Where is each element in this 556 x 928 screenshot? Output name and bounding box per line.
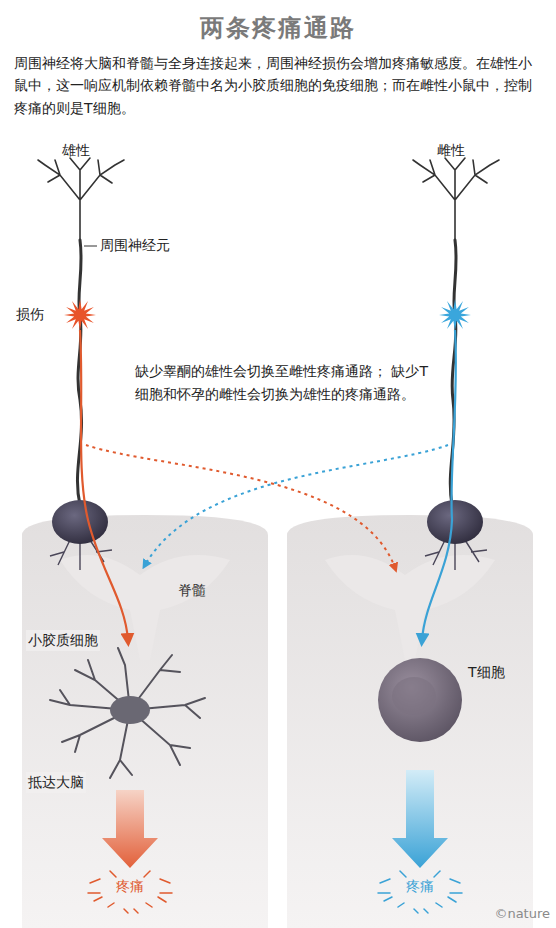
microglia-label: 小胶质细胞 — [26, 630, 100, 651]
switch-note: 缺少睾酮的雄性会切换至雌性疼痛通路； 缺少T细胞和怀孕的雌性会切换为雄性的疼痛通… — [135, 360, 430, 406]
t-cell-label: T细胞 — [468, 662, 505, 683]
title: 两条疼痛通路 — [0, 10, 556, 46]
injury-star — [64, 299, 96, 331]
microglia — [50, 648, 205, 778]
male-signal — [80, 330, 128, 640]
output-arrow — [102, 790, 158, 868]
injury-star — [439, 299, 471, 331]
neuron-label: 周围神经元 — [100, 235, 170, 256]
intro-text: 周围神经将大脑和脊髓与全身连接起来，周围神经损伤会增加疼痛敏感度。在雄性小鼠中，… — [14, 52, 542, 119]
pain-burst — [378, 871, 462, 913]
sex-label: 雄性 — [62, 140, 90, 161]
pain-burst — [88, 871, 172, 913]
switch-curve — [86, 445, 395, 568]
watermark: ©nature — [494, 904, 550, 924]
sex-label: 雌性 — [437, 140, 465, 161]
leader-line — [84, 246, 97, 247]
to-brain-label: 抵达大脑 — [26, 772, 86, 793]
pain-label: 疼痛 — [397, 876, 443, 897]
pain-label: 疼痛 — [107, 876, 153, 897]
spinal-cord-label: 脊髓 — [178, 580, 206, 601]
switch-curve — [145, 445, 448, 565]
t-cell — [378, 658, 462, 742]
injury-label: 损伤 — [16, 304, 44, 325]
output-arrow — [392, 770, 448, 868]
cell-body — [425, 500, 487, 570]
spinal-cord — [287, 515, 533, 928]
cell-body — [50, 500, 112, 570]
spinal-cord — [22, 515, 268, 928]
